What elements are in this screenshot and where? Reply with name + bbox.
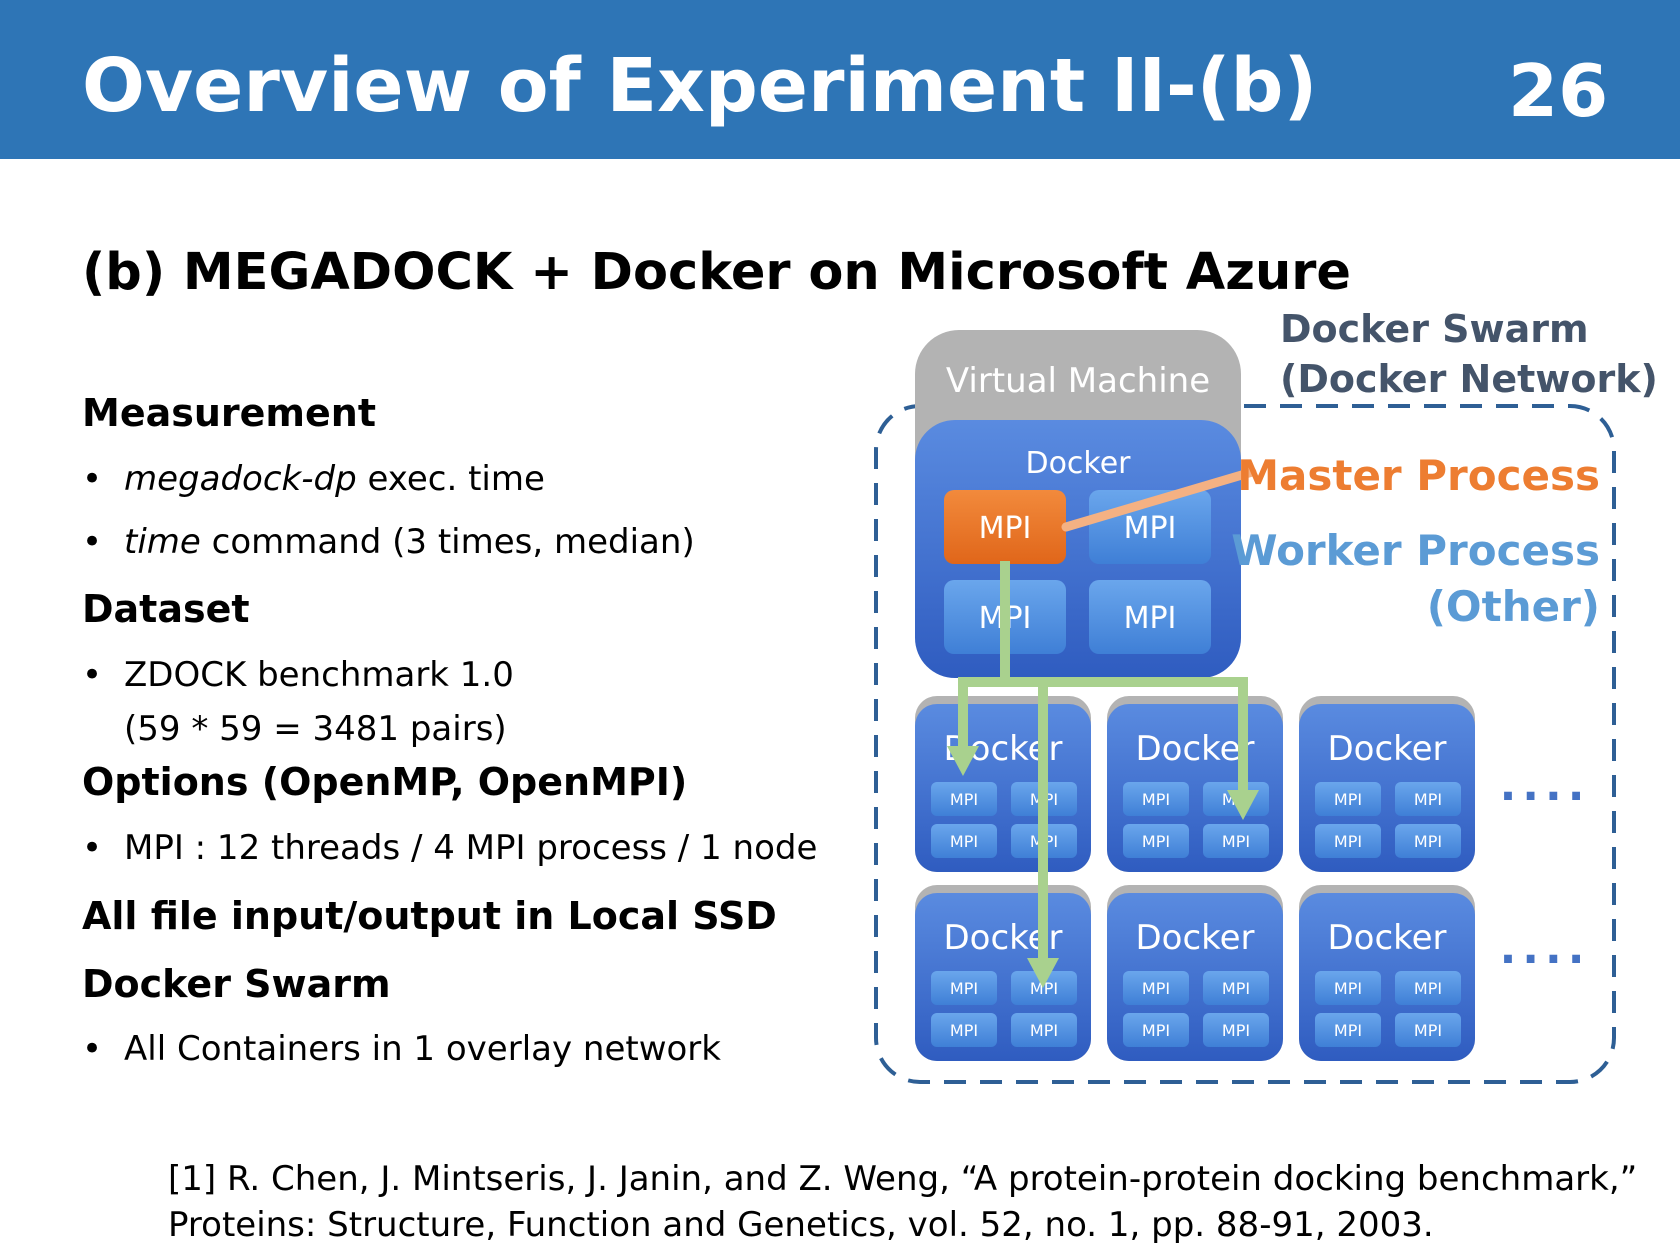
worker-process-label-line2: (Other) <box>1427 582 1600 631</box>
arrow-head <box>947 746 979 776</box>
heading-docker-swarm: Docker Swarm <box>82 962 391 1006</box>
bullet-dot: • <box>82 522 103 562</box>
swarm-boundary <box>874 404 1616 1084</box>
mpi-label: MPI <box>950 832 978 851</box>
bullet-text: exec. time <box>356 459 545 499</box>
docker-label: Docker <box>1327 918 1446 958</box>
arrow-head <box>1227 790 1259 820</box>
mpi-box <box>1395 1013 1461 1047</box>
mpi-label: MPI <box>979 511 1032 546</box>
master-pointer-line <box>1061 467 1257 532</box>
bullet-text: command (3 times, median) <box>200 522 695 562</box>
mpi-box <box>1123 782 1189 816</box>
heading-local-ssd: All file input/output in Local SSD <box>82 894 777 938</box>
bullet-dot: • <box>82 655 103 695</box>
slide-subtitle: (b) MEGADOCK + Docker on Microsoft Azure <box>82 243 1351 302</box>
bullet-dot: • <box>82 828 103 868</box>
mpi-label: MPI <box>1142 790 1170 809</box>
mpi-label: MPI <box>1222 832 1250 851</box>
slide-title: Overview of Experiment II-(b) <box>82 43 1318 129</box>
heading-measurement: Measurement <box>82 391 376 435</box>
docker-label: Docker <box>1135 729 1254 769</box>
mpi-label: MPI <box>1030 1021 1058 1040</box>
mpi-box <box>931 782 997 816</box>
heading-dataset: Dataset <box>82 587 250 631</box>
mpi-box <box>1315 824 1381 858</box>
page-number: 26 <box>1508 49 1609 133</box>
worker-node-grid: DockerMPIMPIMPIMPIDockerMPIMPIMPIMPIDock… <box>915 696 1475 1061</box>
ellipsis-row1: .... <box>1500 760 1591 811</box>
mpi-label: MPI <box>1334 832 1362 851</box>
mpi-label: MPI <box>1142 979 1170 998</box>
heading-options: Options (OpenMP, OpenMPI) <box>82 760 688 804</box>
mpi-label: MPI <box>950 979 978 998</box>
master-process-label: Master Process <box>1237 451 1600 500</box>
mpi-box <box>1089 580 1211 654</box>
mpi-label: MPI <box>1414 832 1442 851</box>
mpi-label: MPI <box>1222 979 1250 998</box>
mpi-box <box>1203 971 1269 1005</box>
mpi-box <box>1011 1013 1077 1047</box>
mpi-box <box>1203 1013 1269 1047</box>
mpi-label: MPI <box>1222 1021 1250 1040</box>
worker-process-label-line1: Worker Process <box>1231 526 1600 575</box>
mpi-box <box>1123 1013 1189 1047</box>
mpi-box <box>1011 971 1077 1005</box>
swarm-label-line1: Docker Swarm <box>1280 307 1589 351</box>
mpi-label: MPI <box>950 1021 978 1040</box>
mpi-label: MPI <box>1142 832 1170 851</box>
mpi-label: MPI <box>1030 979 1058 998</box>
mpi-master-box <box>944 490 1066 564</box>
mpi-box <box>931 1013 997 1047</box>
mpi-label: MPI <box>950 790 978 809</box>
mpi-box <box>1315 782 1381 816</box>
reference-line2: Proteins: Structure, Function and Geneti… <box>168 1205 1434 1245</box>
italic-term: megadock-dp <box>124 459 357 499</box>
bullet-text: MPI : 12 threads / 4 MPI process / 1 nod… <box>124 828 818 868</box>
swarm-label-line2: (Docker Network) <box>1280 357 1658 401</box>
bullet-text: All Containers in 1 overlay network <box>124 1029 721 1069</box>
mpi-label: MPI <box>1124 601 1177 636</box>
mpi-box <box>1315 1013 1381 1047</box>
reference-line1: [1] R. Chen, J. Mintseris, J. Janin, and… <box>168 1159 1638 1199</box>
mpi-label: MPI <box>1334 979 1362 998</box>
mpi-label: MPI <box>1334 790 1362 809</box>
bullet-text-line2: (59 * 59 = 3481 pairs) <box>124 709 507 749</box>
mpi-label: MPI <box>1142 1021 1170 1040</box>
italic-term: time <box>124 522 201 562</box>
arrow-head <box>1027 958 1059 988</box>
mpi-box <box>1123 824 1189 858</box>
distribution-arrows <box>958 561 1248 967</box>
title-bar: Overview of Experiment II-(b) 26 <box>0 0 1680 159</box>
mpi-label: MPI <box>1124 511 1177 546</box>
vm-label: Virtual Machine <box>946 361 1210 401</box>
mpi-box <box>1203 824 1269 858</box>
mpi-box <box>931 824 997 858</box>
mpi-box <box>931 971 997 1005</box>
bullet-dot: • <box>82 1029 103 1069</box>
bullet-dot: • <box>82 459 103 499</box>
mpi-label: MPI <box>1334 1021 1362 1040</box>
mpi-label: MPI <box>1414 979 1442 998</box>
docker-label: Docker <box>1025 446 1131 481</box>
arrow-heads <box>947 746 1259 988</box>
bullet-text: ZDOCK benchmark 1.0 <box>124 655 514 695</box>
docker-label: Docker <box>1327 729 1446 769</box>
mpi-box <box>1315 971 1381 1005</box>
mpi-box <box>1123 971 1189 1005</box>
mpi-label: MPI <box>1414 790 1442 809</box>
mpi-box <box>1395 782 1461 816</box>
ellipsis-row2: .... <box>1500 923 1591 974</box>
docker-label: Docker <box>1135 918 1254 958</box>
mpi-box <box>1395 824 1461 858</box>
mpi-box <box>1395 971 1461 1005</box>
mpi-label: MPI <box>1414 1021 1442 1040</box>
